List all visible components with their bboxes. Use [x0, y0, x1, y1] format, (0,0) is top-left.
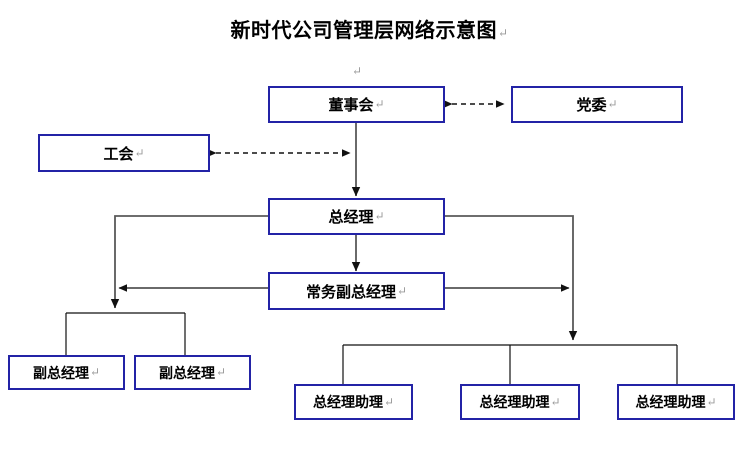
node-executive-deputy-general-manager[interactable]: 常务副总经理↵: [268, 272, 445, 310]
paragraph-mark-icon: ↵: [550, 394, 561, 409]
paragraph-mark-icon: ↵: [374, 97, 385, 111]
paragraph-mark-icon: ↵: [89, 365, 101, 379]
paragraph-mark-icon: ↵: [134, 145, 145, 160]
node-deputy-general-manager-2[interactable]: 副总经理↵: [134, 355, 251, 390]
node-gm-assistant-2-label: 总经理助理: [479, 396, 550, 411]
paragraph-mark-icon: ↵: [607, 97, 618, 111]
paragraph-mark-icon: ↵: [383, 394, 395, 409]
node-party-label: 党委: [576, 98, 607, 114]
bus-deputy-gm: [65, 312, 186, 355]
node-general-manager[interactable]: 总经理↵: [268, 198, 445, 235]
node-gm-assistant-2[interactable]: 总经理助理↵: [460, 384, 580, 420]
node-board-label: 董事会: [328, 98, 374, 114]
page-title-text: 新时代公司管理层网络示意图: [230, 20, 497, 42]
paragraph-mark-icon: ↵: [215, 365, 227, 379]
node-gm-assistant-3[interactable]: 总经理助理↵: [617, 384, 735, 420]
node-deputy-general-manager-1[interactable]: 副总经理↵: [8, 355, 125, 390]
node-exec-deputy-label: 常务副总经理: [305, 284, 396, 301]
node-deputy-gm-2-label: 副总经理: [158, 366, 215, 382]
paragraph-mark-icon: ↵: [497, 26, 509, 40]
node-gm-assistant-1-label: 总经理助理: [312, 396, 383, 411]
stray-paragraph-mark-icon: ↵: [352, 64, 363, 78]
page-title: 新时代公司管理层网络示意图↵: [0, 14, 739, 43]
node-labor-union[interactable]: 工会↵: [38, 134, 210, 172]
node-deputy-gm-1-label: 副总经理: [32, 366, 89, 382]
paragraph-mark-icon: ↵: [396, 283, 408, 298]
node-party-committee[interactable]: 党委↵: [511, 86, 683, 123]
edge-gm-left-branch: [110, 215, 268, 309]
node-gm-assistant-3-label: 总经理助理: [635, 396, 706, 411]
paragraph-mark-icon: ↵: [374, 209, 385, 223]
bus-gm-assistant: [342, 344, 678, 384]
node-general-manager-label: 总经理: [328, 210, 374, 226]
edge-gm-right-branch: [445, 215, 578, 341]
node-gm-assistant-1[interactable]: 总经理助理↵: [294, 384, 413, 420]
node-board-of-directors[interactable]: 董事会↵: [268, 86, 445, 123]
paragraph-mark-icon: ↵: [706, 394, 717, 409]
node-union-label: 工会: [103, 146, 134, 163]
